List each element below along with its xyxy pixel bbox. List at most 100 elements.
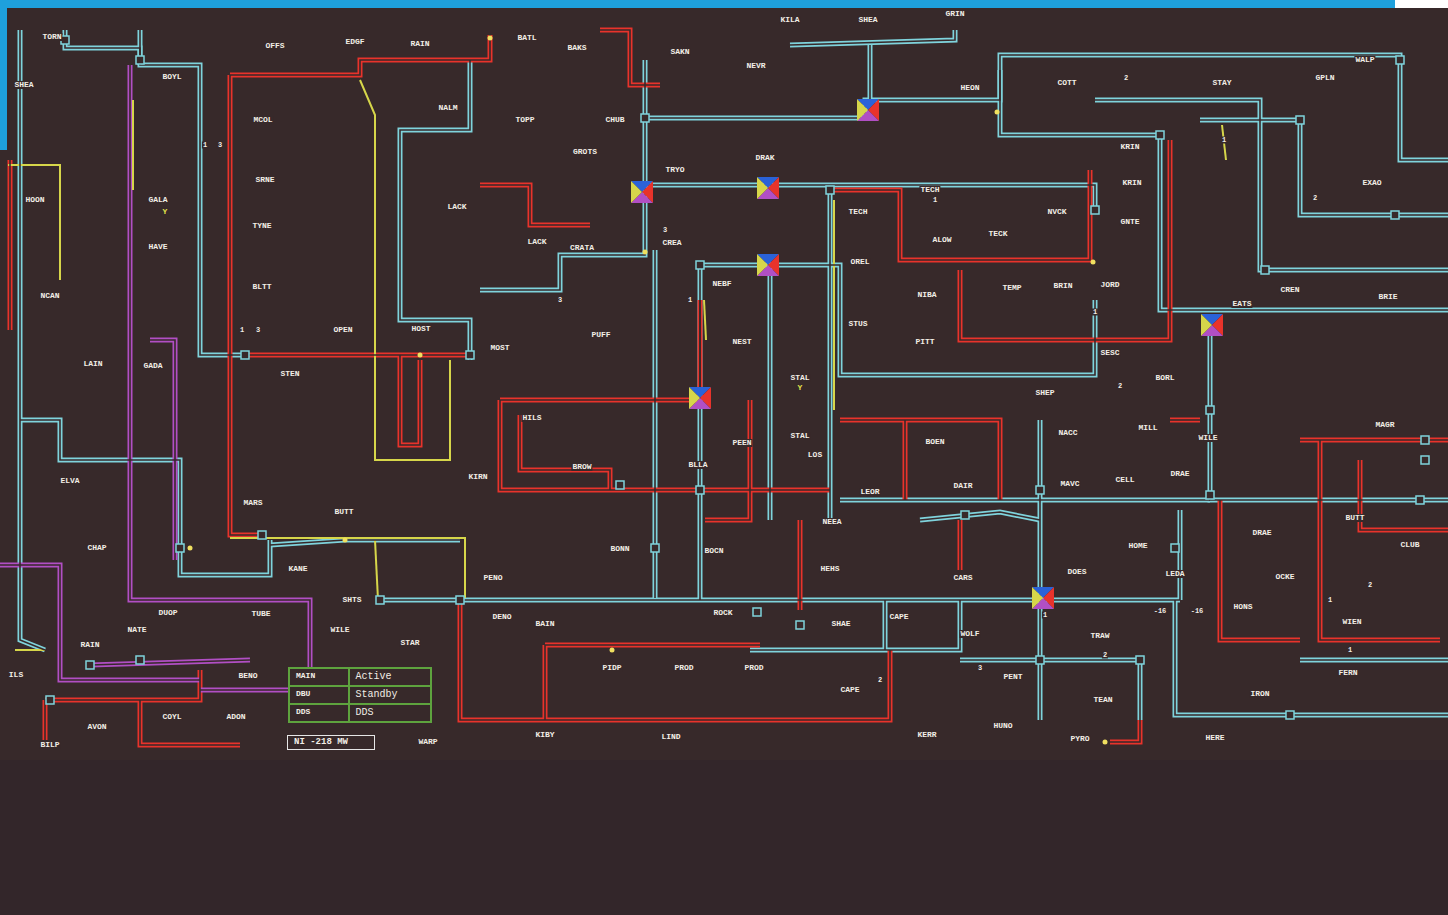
node-text: DDS — [349, 704, 431, 722]
station-label: TEAN — [1092, 696, 1113, 704]
breaker-dot — [1091, 260, 1096, 265]
station-label: IRON — [1249, 690, 1270, 698]
line-core — [960, 660, 1140, 720]
line-core — [480, 60, 645, 290]
station-label: TRAW — [1089, 632, 1110, 640]
transmission-line — [360, 80, 450, 460]
station-label: TOPP — [514, 116, 535, 124]
line-value: 2 — [877, 677, 883, 684]
station-label: PITT — [914, 338, 935, 346]
marker-segment — [689, 387, 700, 409]
marker-segment — [631, 181, 642, 203]
station-label: PROD — [673, 664, 694, 672]
line-core — [520, 415, 610, 490]
breaker-dot — [643, 250, 648, 255]
station-label: SRNE — [254, 176, 275, 184]
station-label: HOME — [1127, 542, 1148, 550]
line-value: 1 — [202, 142, 208, 149]
station-label: SESC — [1099, 349, 1120, 357]
transmission-line — [230, 538, 465, 598]
station-label: LEOR — [859, 488, 880, 496]
line-core — [20, 30, 45, 650]
line-value: 3 — [977, 665, 983, 672]
bus-node — [1296, 116, 1304, 124]
line-value: 2 — [1123, 75, 1129, 82]
transmission-line — [43, 700, 48, 740]
station-label: NVCK — [1046, 208, 1067, 216]
line-core — [600, 30, 660, 85]
transmission-line — [883, 600, 888, 650]
breaker-dot — [1103, 740, 1108, 745]
line-core — [750, 600, 960, 650]
line-core — [699, 265, 701, 600]
station-label: DAIR — [952, 482, 973, 490]
station-label: CARS — [952, 574, 973, 582]
station-label: BROW — [571, 463, 592, 471]
transmission-line — [480, 185, 590, 225]
station-label: CAPE — [888, 613, 909, 621]
transmission-line — [705, 400, 750, 520]
line-core — [1175, 600, 1448, 715]
station-label: HILS — [521, 414, 542, 422]
line-value: 1 — [932, 197, 938, 204]
line-core — [884, 600, 886, 650]
line-value: 2 — [1102, 652, 1108, 659]
station-label: LAIN — [82, 360, 103, 368]
frame-corner — [1395, 0, 1448, 8]
station-label: HAVE — [147, 243, 168, 251]
station-label: BRIE — [1377, 293, 1398, 301]
station-label: NEST — [731, 338, 752, 346]
station-label: Y — [797, 384, 804, 392]
bus-node — [1206, 406, 1214, 414]
station-label: WILE — [1197, 434, 1218, 442]
line-core — [790, 30, 955, 45]
transmission-line — [645, 55, 1448, 160]
line-core — [1360, 460, 1448, 530]
station-label: CRATA — [569, 244, 595, 252]
station-label: PYRO — [1069, 735, 1090, 743]
transmission-line — [1038, 420, 1043, 720]
line-core — [770, 265, 1095, 375]
line-core — [1039, 420, 1041, 720]
transmission-line — [245, 353, 470, 358]
transmission-line — [230, 35, 490, 75]
station-label: KIBY — [534, 731, 555, 739]
station-label: PROD — [743, 664, 764, 672]
transmission-line — [1110, 720, 1140, 742]
station-label: NCAN — [39, 292, 60, 300]
line-core — [9, 160, 11, 330]
line-value: 2 — [1367, 582, 1373, 589]
breaker-dot — [488, 36, 493, 41]
bus-node — [1206, 491, 1214, 499]
frame-bar — [0, 0, 7, 150]
transmission-line — [132, 100, 134, 190]
station-label: KANE — [287, 565, 308, 573]
station-label: LOS — [807, 451, 823, 459]
line-core — [230, 35, 490, 75]
station-label: SHTS — [341, 596, 362, 604]
station-label: RAIN — [409, 40, 430, 48]
station-label: DENO — [491, 613, 512, 621]
line-value: 3 — [217, 142, 223, 149]
transmission-line — [770, 265, 1095, 375]
station-label: KIRN — [467, 473, 488, 481]
station-label: DOES — [1066, 568, 1087, 576]
transmission-line — [130, 65, 310, 690]
line-value: -16 — [1153, 608, 1168, 615]
line-core — [480, 185, 590, 225]
station-label: TECH — [919, 186, 940, 194]
transmission-line — [15, 649, 45, 651]
bus-node — [136, 56, 144, 64]
node-text: NI -218 MW — [294, 737, 368, 748]
transmission-line — [840, 420, 1000, 500]
station-label: HOST — [410, 325, 431, 333]
station-label: HEON — [959, 84, 980, 92]
line-value: 3 — [662, 227, 668, 234]
station-label: LEDA — [1164, 570, 1185, 578]
breaker-dot — [343, 538, 348, 543]
station-label: GRIN — [944, 10, 965, 18]
transmission-line — [1220, 500, 1300, 640]
transmission-line — [400, 60, 470, 360]
